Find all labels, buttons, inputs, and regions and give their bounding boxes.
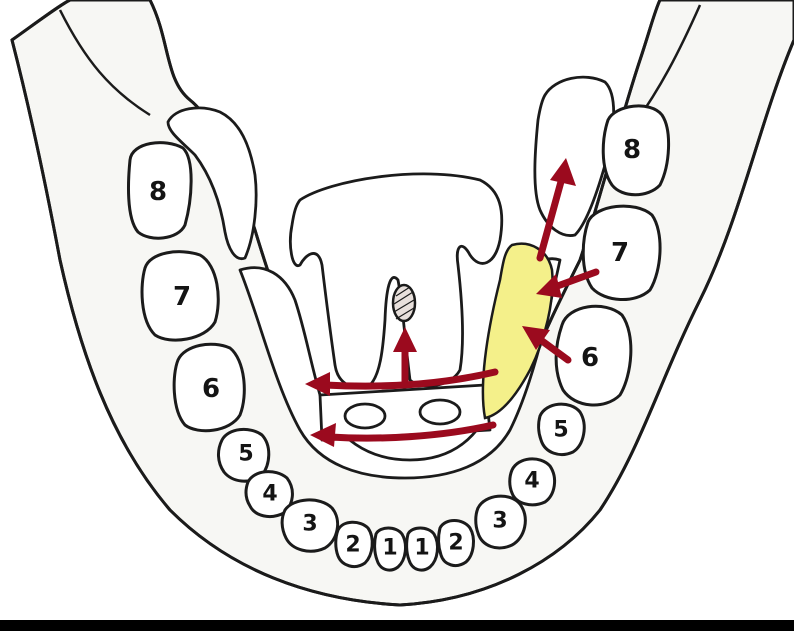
tooth-r7: 7 — [583, 206, 660, 299]
tooth-r1: 1 — [407, 528, 438, 570]
tooth-r3: 3 — [476, 496, 526, 548]
svg-text:4: 4 — [262, 482, 277, 507]
tooth-l6: 6 — [174, 344, 244, 430]
svg-text:5: 5 — [238, 442, 253, 467]
svg-text:8: 8 — [149, 177, 167, 207]
tooth-r2: 2 — [439, 521, 474, 566]
svg-text:4: 4 — [524, 469, 539, 494]
tooth-r4: 4 — [510, 459, 555, 505]
hyoid-oval — [393, 285, 415, 321]
svg-text:1: 1 — [382, 536, 397, 561]
svg-text:3: 3 — [492, 509, 507, 534]
svg-text:1: 1 — [414, 536, 429, 561]
tooth-l1: 1 — [375, 528, 406, 570]
svg-text:2: 2 — [345, 533, 360, 558]
svg-text:6: 6 — [581, 343, 599, 373]
tooth-r8: 8 — [603, 106, 668, 195]
svg-text:8: 8 — [623, 135, 641, 165]
svg-text:2: 2 — [448, 531, 463, 556]
tooth-l7: 7 — [142, 252, 218, 340]
tooth-l3: 3 — [282, 500, 337, 551]
tooth-l2: 2 — [336, 522, 373, 566]
svg-text:5: 5 — [553, 418, 568, 443]
svg-text:7: 7 — [173, 282, 191, 312]
svg-text:7: 7 — [611, 238, 629, 268]
svg-text:3: 3 — [302, 512, 317, 537]
svg-text:6: 6 — [202, 374, 220, 404]
tooth-r5: 5 — [539, 404, 585, 454]
tooth-l8: 8 — [128, 143, 191, 239]
